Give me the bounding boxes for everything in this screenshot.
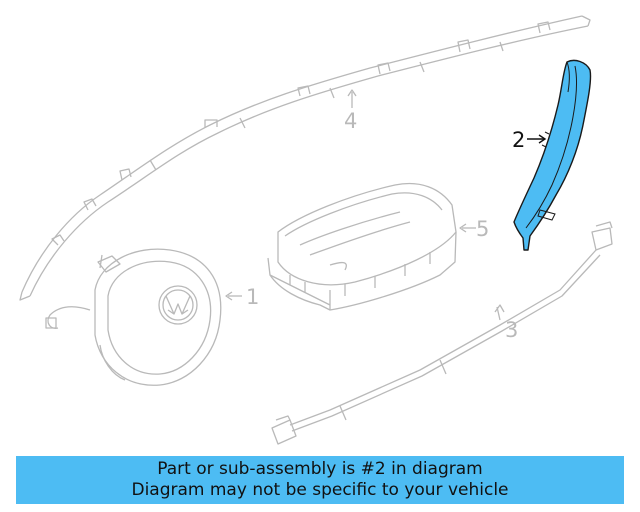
wiring-harness-part-3 xyxy=(271,221,613,445)
callout-1: 1 xyxy=(246,285,259,309)
callout-2: 2 xyxy=(512,128,525,152)
banner-line-2: Diagram may not be specific to your vehi… xyxy=(131,480,509,500)
info-banner: Part or sub-assembly is #2 in diagram Di… xyxy=(16,456,624,504)
passenger-airbag-part-5 xyxy=(267,182,476,311)
callout-5: 5 xyxy=(476,217,489,241)
highlighted-airbag-part-2[interactable] xyxy=(513,59,592,251)
callout-4: 4 xyxy=(344,109,357,133)
steering-airbag-part-1 xyxy=(45,248,242,386)
curtain-airbag-part-4 xyxy=(19,15,591,301)
callout-3: 3 xyxy=(505,318,518,342)
banner-line-1: Part or sub-assembly is #2 in diagram xyxy=(157,459,483,479)
callout-2-leader xyxy=(527,134,547,144)
